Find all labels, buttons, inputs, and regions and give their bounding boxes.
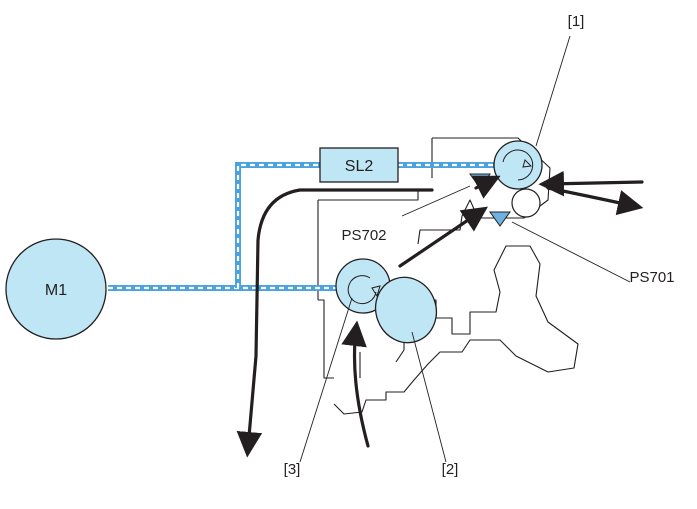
- paper-path: [236, 170, 644, 458]
- solenoid-sl2: SL2: [319, 147, 399, 183]
- motor-m1: M1: [5, 238, 107, 340]
- callout-3-label: [3]: [284, 461, 301, 478]
- roller-2: [374, 276, 438, 344]
- sensor-ps702-label: PS702: [341, 227, 386, 244]
- callout-2-label: [2]: [442, 461, 459, 478]
- sensor-ps701-label: PS701: [629, 269, 674, 286]
- idler-roller: [511, 188, 541, 218]
- drive-line: [108, 162, 496, 291]
- motor-label: M1: [45, 282, 67, 299]
- sensor-ps701: [489, 211, 511, 227]
- solenoid-label: SL2: [345, 158, 374, 175]
- leader-lines: [299, 35, 631, 463]
- callout-1-label: [1]: [568, 13, 585, 30]
- roller-1: [493, 140, 543, 190]
